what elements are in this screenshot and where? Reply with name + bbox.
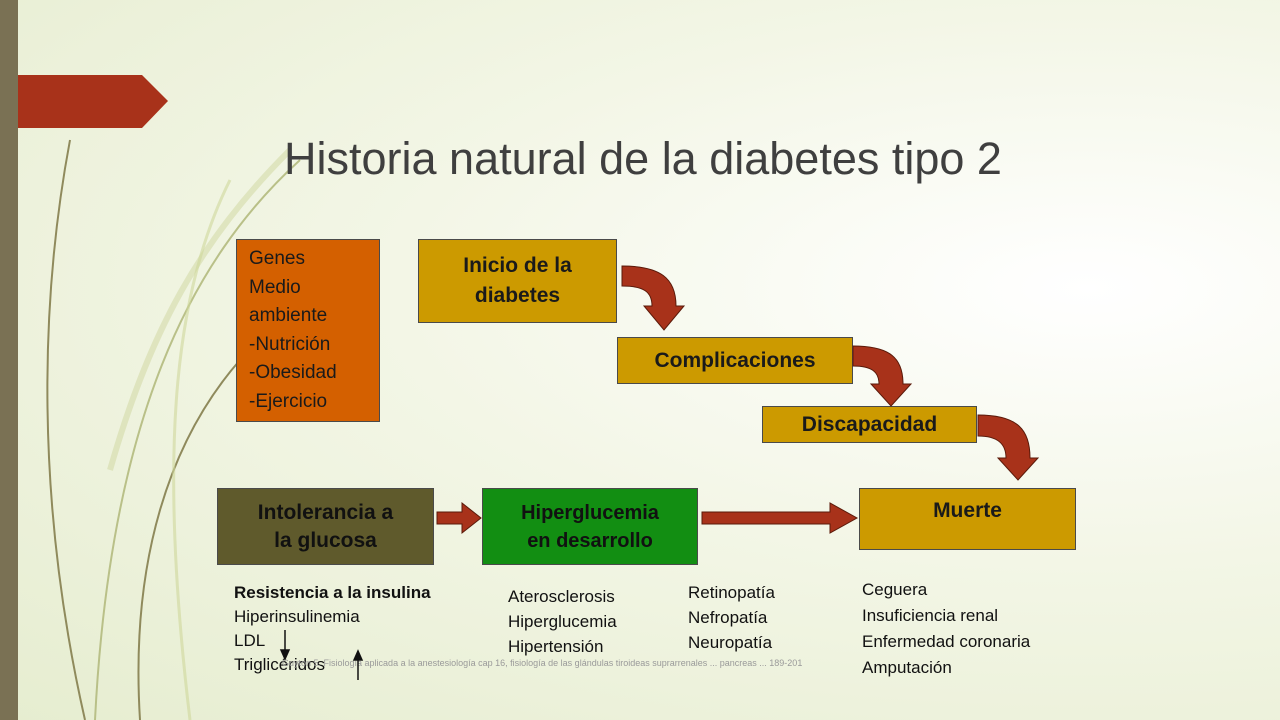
hyperglycemia-findings-list: Aterosclerosis Hiperglucemia Hipertensió… — [508, 584, 617, 659]
intolerance-findings-list: Resistencia a la insulina Hiperinsulinem… — [234, 581, 431, 677]
list-item: Neuropatía — [688, 633, 773, 652]
box-label: Discapacidad — [801, 412, 938, 436]
title-accent-tab — [18, 75, 168, 128]
slide-title: Historia natural de la diabetes tipo 2 — [284, 133, 1002, 184]
list-item: Resistencia a la insulina — [234, 583, 431, 602]
list-item: Insuficiencia renal — [862, 606, 999, 625]
complications-box: Complicaciones — [617, 337, 853, 384]
risk-factor-line: -Nutrición — [249, 333, 331, 355]
box-label: Hiperglucemia — [521, 501, 659, 524]
list-item: Enfermedad coronaria — [862, 632, 1031, 651]
source-footnote: Guyton 5. Fisiología aplicada a la anest… — [282, 658, 803, 668]
risk-factor-line: ambiente — [249, 305, 328, 326]
left-accent-bar — [0, 0, 18, 720]
complications-findings-list: Retinopatía Nefropatía Neuropatía — [688, 580, 775, 655]
box-label: Inicio de la — [463, 254, 572, 277]
risk-factor-line: Medio — [249, 276, 301, 298]
death-findings-list: Ceguera Insuficiencia renal Enfermedad c… — [862, 577, 1030, 681]
box-label: en desarrollo — [527, 529, 653, 552]
list-item: Hipertensión — [508, 637, 604, 656]
list-item: LDL — [234, 631, 266, 650]
list-item: Nefropatía — [688, 608, 768, 627]
box-label: la glucosa — [274, 528, 377, 552]
list-item: Hiperglucemia — [508, 612, 617, 631]
list-item: Retinopatía — [688, 583, 775, 602]
box-label: Intolerancia a — [257, 500, 394, 524]
developing-hyperglycemia-box: Hiperglucemia en desarrollo — [482, 488, 698, 565]
list-item: Aterosclerosis — [508, 587, 615, 606]
risk-factor-line: -Ejercicio — [249, 390, 328, 412]
risk-factor-line: -Obesidad — [249, 362, 337, 383]
disability-box: Discapacidad — [762, 406, 977, 443]
box-label: diabetes — [474, 284, 561, 307]
risk-factors-box: Genes Medio ambiente -Nutrición -Obesida… — [236, 239, 380, 422]
list-item: Ceguera — [862, 580, 928, 599]
death-box: Muerte — [859, 488, 1076, 550]
risk-factor-line: Genes — [249, 248, 305, 269]
box-label: Muerte — [933, 499, 1002, 522]
diabetes-onset-box: Inicio de la diabetes — [418, 239, 617, 323]
glucose-intolerance-box: Intolerancia a la glucosa — [217, 488, 434, 565]
list-item: Triglicéridos — [234, 655, 326, 674]
list-item: Amputación — [862, 658, 952, 677]
box-label: Complicaciones — [654, 348, 816, 372]
list-item: Hiperinsulinemia — [234, 607, 360, 626]
